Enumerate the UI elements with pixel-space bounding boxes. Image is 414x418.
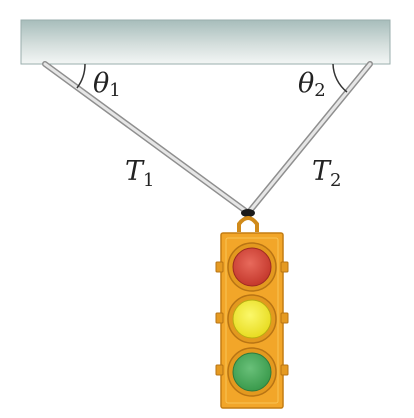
label-theta1: θ1 xyxy=(93,68,121,101)
ceiling xyxy=(20,19,391,65)
cable-left xyxy=(42,61,250,215)
label-T1: T1 xyxy=(125,156,154,191)
angle-arc-left xyxy=(76,63,86,89)
lamp-red xyxy=(227,242,277,292)
lamp-yellow xyxy=(227,294,277,344)
cable-right xyxy=(246,61,373,215)
angle-arc-right xyxy=(332,63,348,93)
label-theta2: θ2 xyxy=(298,68,326,101)
lamp-green xyxy=(227,347,277,397)
cable-knot xyxy=(241,209,255,217)
traffic-light-icon xyxy=(215,216,289,409)
label-T2: T2 xyxy=(312,156,341,191)
